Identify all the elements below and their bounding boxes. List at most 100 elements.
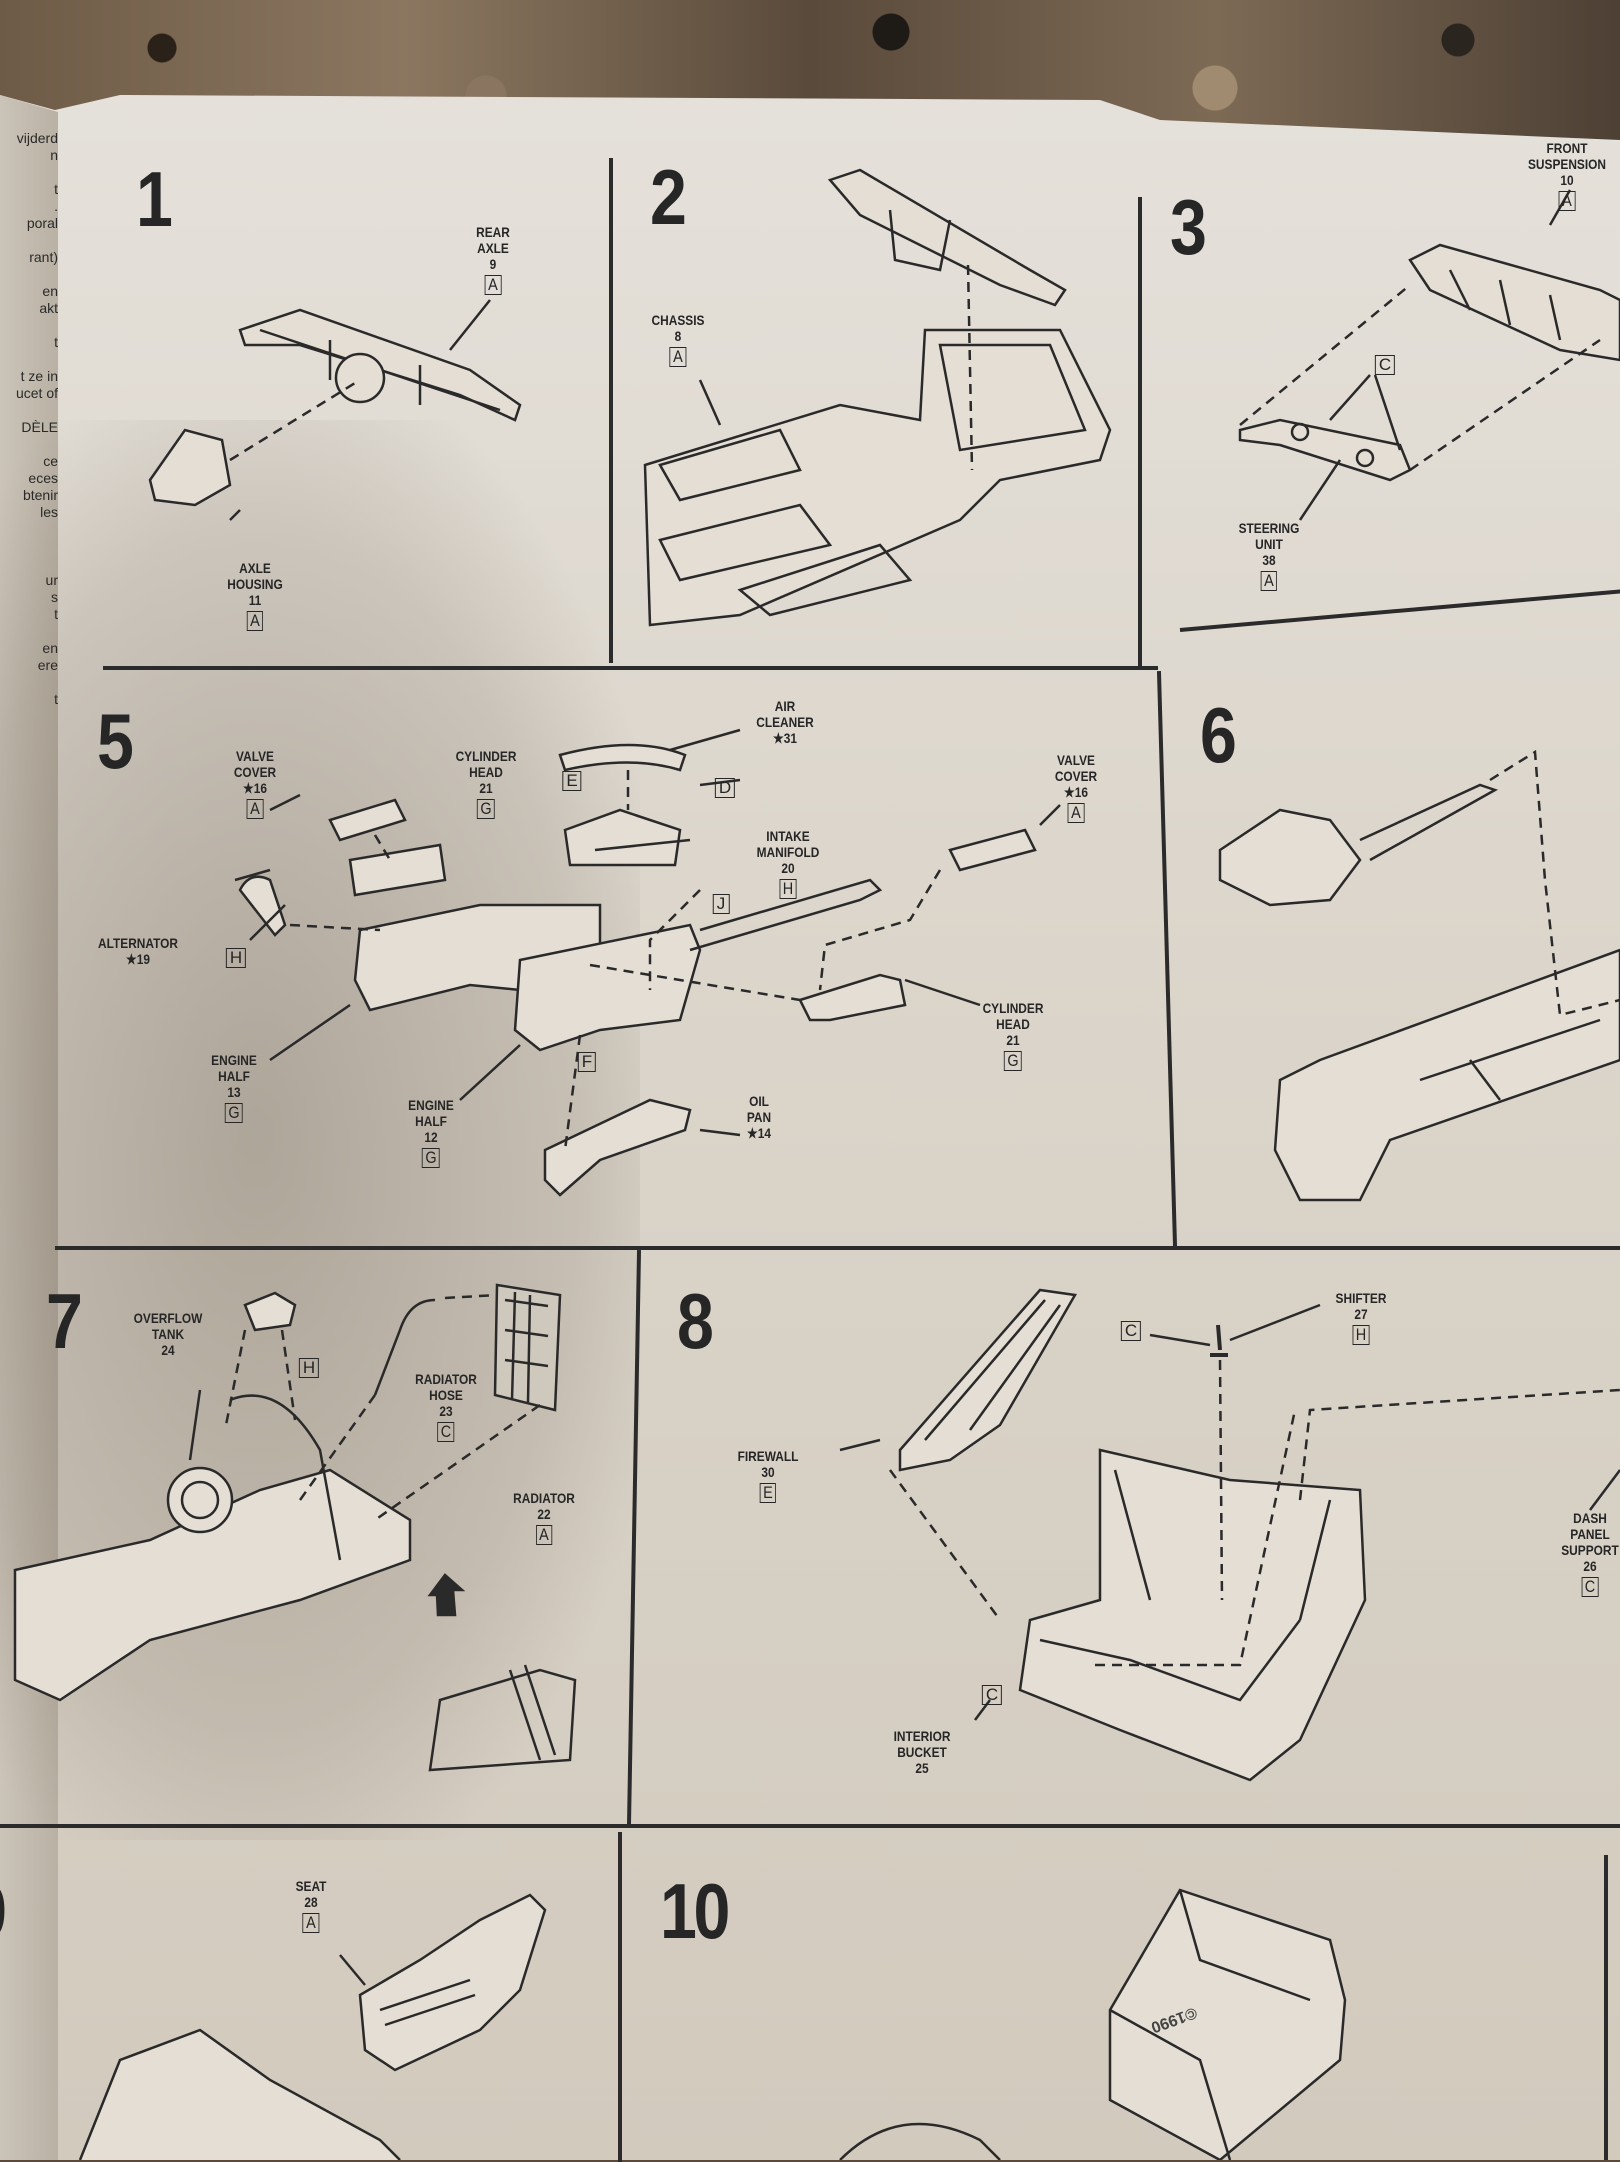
assembly-guide-line	[888, 1359, 1620, 1667]
part-number: 38	[1262, 552, 1276, 568]
step-number-3: 3	[1170, 183, 1207, 271]
part-name: VALVE	[1057, 752, 1095, 768]
part-name: FRONT	[1546, 140, 1588, 156]
part-name: PANEL	[1570, 1526, 1610, 1542]
interior-bucket-drawing	[1018, 1448, 1367, 1782]
part-number: 23	[439, 1403, 453, 1419]
part-number: ★31	[773, 730, 797, 746]
sprue-letter-box: A	[302, 1913, 320, 1933]
part-number: 25	[915, 1760, 929, 1776]
sprue-letter-box: G	[421, 1148, 441, 1168]
sprue-letter-box: H	[298, 1358, 320, 1378]
flap-text-line: en	[42, 283, 58, 299]
sprue-letter-box: A	[246, 799, 264, 819]
part-name: INTAKE	[766, 828, 810, 844]
part-name: CHASSIS	[651, 312, 705, 328]
flap-text-line: vijderd	[16, 130, 58, 146]
part-name: HEAD	[469, 764, 503, 780]
divider	[1138, 197, 1142, 669]
step-number-7: 7	[46, 1277, 83, 1365]
dash-part-drawing	[839, 1888, 1347, 2160]
divider	[609, 158, 613, 663]
part-name: BUCKET	[897, 1744, 947, 1760]
part-name: HOSE	[429, 1387, 463, 1403]
sprue-letter-box: A	[1558, 191, 1576, 211]
sprue-letter-box: A	[1260, 571, 1278, 591]
part-name: SEAT	[295, 1878, 327, 1894]
engine-bay-drawing	[13, 1389, 577, 1772]
sprue-letter-box: A	[535, 1525, 553, 1545]
part-name: HALF	[415, 1113, 447, 1129]
assembly-guide-line	[966, 264, 974, 471]
sprue-letter-box: F	[577, 1052, 597, 1072]
part-name: RADIATOR	[415, 1371, 477, 1387]
assembly-guide-line	[229, 378, 361, 462]
step-number-9: 9	[0, 1872, 7, 1950]
sprue-letter-box: C	[1374, 355, 1396, 375]
step-number-10: 10	[660, 1867, 730, 1955]
step-number-8: 8	[677, 1277, 714, 1365]
flap-text-line: t	[54, 181, 58, 197]
part-name: PAN	[746, 1109, 772, 1125]
divider	[103, 666, 1158, 670]
flap-text-line: les	[0, 504, 58, 521]
part-number: 13	[227, 1084, 241, 1100]
part-name: HEAD	[996, 1016, 1030, 1032]
step-number-5: 5	[97, 697, 134, 785]
flap-text-line: ur	[0, 572, 58, 589]
sprue-letter-box: C	[1120, 1321, 1142, 1341]
sprue-letter-box: A	[1067, 803, 1085, 823]
part-number: 21	[479, 780, 493, 796]
flap-text-line: s	[0, 589, 58, 606]
step-number-2: 2	[650, 153, 687, 241]
step-number-1: 1	[136, 155, 173, 243]
flap-text-line: poral	[26, 215, 58, 231]
part-name: SUSPENSION	[1527, 156, 1607, 172]
flap-text-line: t ze in	[20, 368, 58, 384]
rear-axle-drawing	[238, 308, 522, 422]
part-name: AIR	[774, 698, 796, 714]
chassis-drawing	[643, 328, 1112, 627]
sprue-letter-box: C	[1581, 1577, 1599, 1597]
flap-text-line: rant)	[29, 249, 58, 265]
sprue-letter-box: G	[476, 799, 496, 819]
part-name: AXLE	[477, 240, 509, 256]
overflow-tank-drawing	[243, 1291, 297, 1332]
part-number: 10	[1560, 172, 1574, 188]
part-name: MANIFOLD	[756, 844, 820, 860]
part-number: 20	[781, 860, 795, 876]
flap-text-line: ce	[0, 453, 58, 470]
part-number: 28	[304, 1894, 318, 1910]
engine-chassis-drawing	[1218, 783, 1620, 1202]
part-name: RADIATOR	[513, 1490, 575, 1506]
part-number: 30	[761, 1464, 775, 1480]
part-name: COVER	[1054, 768, 1098, 784]
flap-text-line: t	[0, 691, 58, 708]
part-name: SUPPORT	[1561, 1542, 1619, 1558]
part-name: ENGINE	[211, 1052, 257, 1068]
assembly-guide-line	[1489, 749, 1620, 1017]
seat-drawing	[78, 1893, 547, 2160]
axle-housing-drawing	[148, 428, 232, 507]
divider	[618, 1832, 622, 2162]
sprue-letter-box: J	[712, 894, 730, 914]
part-number: 24	[161, 1342, 175, 1358]
part-name: VALVE	[236, 748, 274, 764]
part-number: 12	[424, 1129, 438, 1145]
radiator-hose-drawing	[373, 1298, 436, 1396]
part-number: ★16	[1064, 784, 1088, 800]
rear-axle-drawing	[827, 168, 1067, 307]
sprue-letter-box: H	[225, 948, 247, 968]
